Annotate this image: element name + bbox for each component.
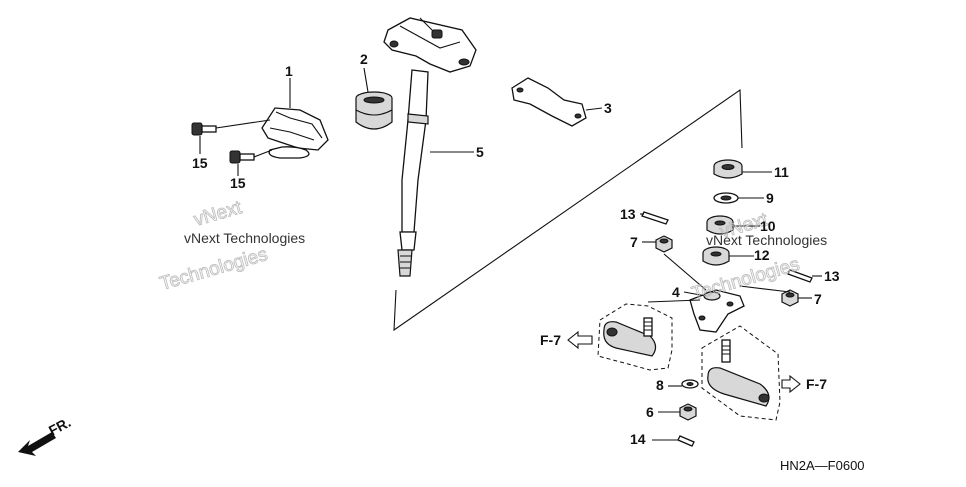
part-4-link-plate: [689, 289, 745, 333]
callout-2: 2: [360, 51, 368, 67]
part-3-holder: [511, 77, 587, 127]
callout-6: 6: [646, 404, 654, 420]
callout-5: 5: [476, 144, 484, 160]
part-7-nut-left: [655, 235, 673, 253]
callout-4: 4: [672, 284, 680, 300]
part-2-bushing: [355, 91, 393, 130]
part-9-washer: [713, 192, 739, 204]
callout-15-upper: 15: [192, 155, 208, 171]
callout-7-right: 7: [814, 291, 822, 307]
callout-15-lower: 15: [230, 175, 246, 191]
forward-arrow-icon: [18, 432, 56, 456]
watermark-caption-right: vNext Technologies: [706, 232, 827, 248]
part-14-cotter-pin: [677, 435, 695, 447]
part-10-bearing: [706, 215, 734, 235]
part-11-seal: [713, 159, 743, 179]
reference-right-label: F-7: [806, 376, 827, 392]
diagram-code: HN2A—F0600: [780, 458, 865, 473]
part-5-steering-shaft: [383, 17, 477, 277]
callout-12: 12: [754, 247, 770, 263]
watermark-line1: vNext: [192, 197, 245, 231]
part-8-washer: [681, 379, 699, 389]
callout-14: 14: [630, 431, 646, 447]
part-6-nut: [679, 403, 697, 421]
reference-left-label: F-7: [540, 332, 561, 348]
callout-7-left: 7: [630, 234, 638, 250]
part-12-bearing: [702, 246, 730, 266]
arrow-left-icon: [567, 330, 593, 350]
leader-lines: [199, 67, 822, 441]
watermark-caption-left: vNext Technologies: [184, 230, 305, 246]
callout-8: 8: [656, 377, 664, 393]
assembly-outline: [393, 88, 743, 332]
part-1-bracket: [261, 107, 329, 159]
watermark-line3: Technologies: [158, 244, 270, 295]
reference-left: F-7: [540, 330, 593, 350]
part-13-pin-right: [787, 269, 813, 283]
tie-rod-end-left: [597, 303, 673, 371]
part-7-nut-right: [781, 289, 799, 307]
callouts: 1 2 3 4 5 6 7 7 8 9 10 11 12 13 13 14 15…: [192, 51, 840, 447]
callout-10: 10: [760, 218, 776, 234]
part-15-bolt-lower: [229, 150, 255, 164]
part-15-bolt-upper: [191, 122, 217, 136]
callout-9: 9: [766, 190, 774, 206]
part-13-pin-left: [641, 211, 669, 225]
forward-indicator: FR.: [18, 414, 73, 456]
assembly-lines: [647, 253, 791, 303]
arrow-right-icon: [781, 374, 801, 394]
callout-13-left: 13: [620, 206, 636, 222]
callout-3: 3: [604, 100, 612, 116]
tie-rod-end-right: [701, 325, 781, 421]
callout-13-right: 13: [824, 268, 840, 284]
callout-1: 1: [285, 63, 293, 79]
reference-right: F-7: [781, 374, 827, 394]
callout-11: 11: [774, 164, 789, 180]
